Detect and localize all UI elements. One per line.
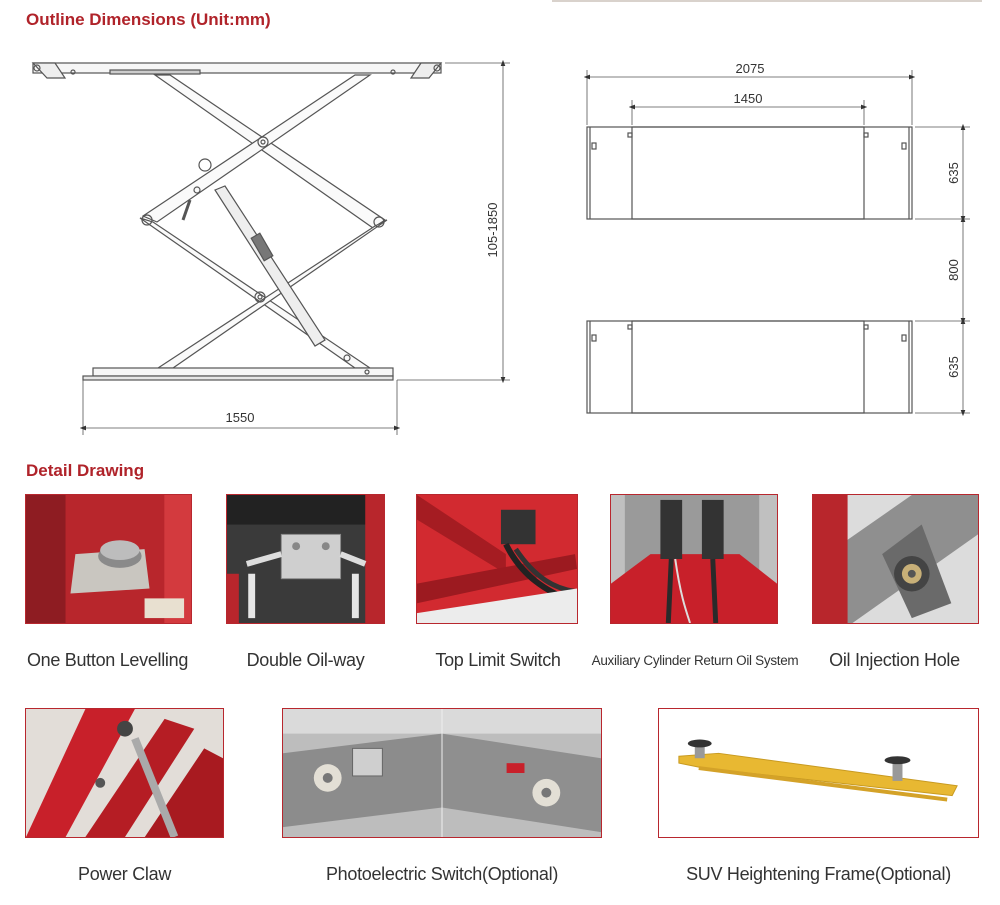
top-gap-dim: 800	[946, 259, 961, 281]
top-platform-width-1-dim: 635	[946, 162, 961, 184]
top-total-width-dim: 2075	[736, 61, 765, 76]
top-platform-width-2-dim: 635	[946, 356, 961, 378]
caption-suv-heightening-frame: SUV Heightening Frame(Optional)	[686, 864, 951, 884]
caption-double-oil-way: Double Oil-way	[246, 650, 365, 670]
photo-auxiliary-cylinder-return-oil-system	[610, 494, 778, 624]
caption-photoelectric-switch: Photoelectric Switch(Optional)	[325, 864, 559, 884]
outline-dimensions-title: Outline Dimensions (Unit:mm)	[26, 10, 271, 29]
top-platform-length-dim: 1450	[734, 91, 763, 106]
caption-auxiliary-cylinder-return-oil-system: Auxiliary Cylinder Return Oil System	[591, 653, 799, 668]
top-divider-line	[552, 0, 982, 2]
caption-power-claw: Power Claw	[77, 864, 172, 884]
photo-photoelectric-switch	[282, 708, 602, 838]
caption-top-limit-switch: Top Limit Switch	[435, 650, 561, 670]
side-height-dim: 105-1850	[485, 203, 500, 258]
photo-double-oil-way	[226, 494, 385, 624]
photo-top-limit-switch	[416, 494, 578, 624]
side-view-drawing: 1550 105-1850	[31, 59, 510, 435]
photo-one-button-levelling	[25, 494, 192, 624]
photo-oil-injection-hole	[812, 494, 979, 624]
detail-drawing-title: Detail Drawing	[26, 461, 145, 480]
caption-one-button-levelling: One Button Levelling	[26, 650, 189, 670]
side-width-dim: 1550	[226, 410, 255, 425]
top-view-drawing: 2075 1450 635 800 635	[583, 61, 970, 417]
photo-suv-heightening-frame	[658, 708, 979, 838]
caption-oil-injection-hole: Oil Injection Hole	[829, 650, 960, 670]
photo-power-claw	[25, 708, 224, 838]
